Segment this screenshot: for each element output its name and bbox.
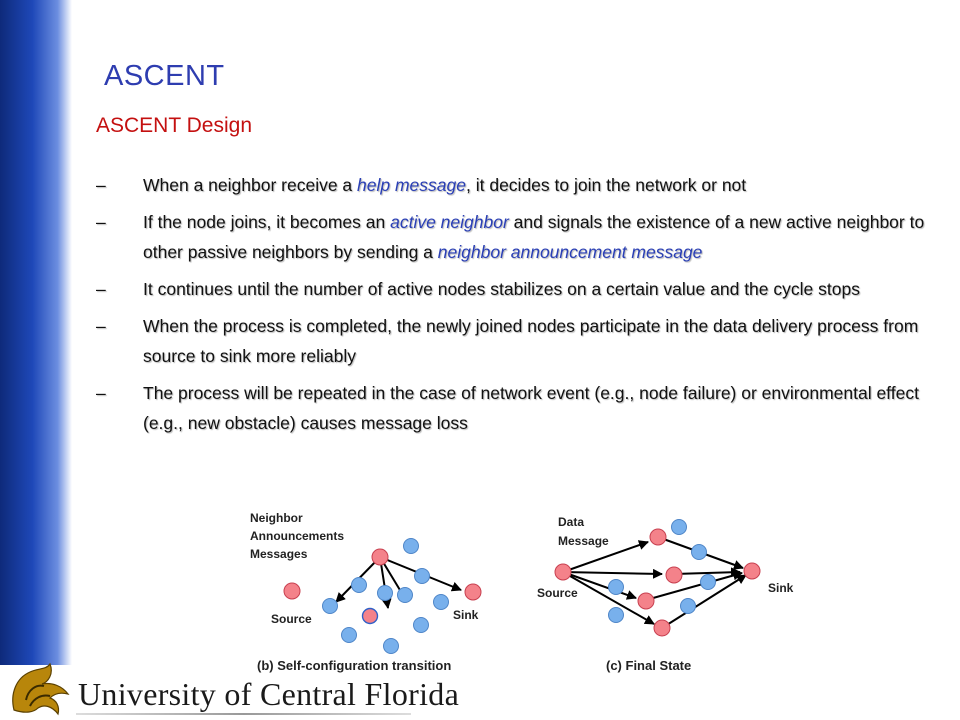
source-node — [554, 563, 572, 581]
footer-divider — [76, 713, 411, 715]
passive-node — [383, 638, 399, 654]
diagram-final-state: Data Message Source Sink (c) Final State — [537, 515, 794, 673]
passive-node — [608, 579, 624, 595]
bullet-text: It continues until the number of active … — [143, 279, 860, 299]
bullet-text: When a neighbor receive a — [143, 175, 358, 195]
active-node — [653, 619, 671, 637]
diagram-b-sink-label: Sink — [453, 608, 479, 622]
bullet-item: – When a neighbor receive a help message… — [96, 170, 936, 200]
slide-subtitle: ASCENT Design — [96, 114, 253, 137]
active-node — [464, 583, 482, 601]
passive-node — [341, 627, 357, 643]
bullet-item: – When the process is completed, the new… — [96, 311, 936, 371]
sink-node — [743, 562, 761, 580]
bullet-dash: – — [96, 383, 106, 403]
passive-node — [377, 585, 393, 601]
bullet-dash: – — [96, 175, 106, 195]
passive-node — [414, 568, 430, 584]
diagram-c-label: Message — [558, 534, 609, 548]
bullet-text: , it decides to join the network or not — [466, 175, 747, 195]
passive-node — [403, 538, 419, 554]
diagram-self-configuration: Neighbor Announcements Messages Source S… — [250, 511, 482, 673]
passive-node — [691, 544, 707, 560]
passive-node — [680, 598, 696, 614]
slide-title: ASCENT — [104, 60, 225, 92]
diagram-b-label: Announcements — [250, 529, 344, 543]
passive-node — [671, 519, 687, 535]
diagram-c-source-label: Source — [537, 586, 578, 600]
passive-node — [413, 617, 429, 633]
ucf-pegasus-logo-icon — [12, 662, 70, 716]
left-accent-bar — [0, 0, 72, 665]
bullet-text: If the node joins, it becomes an — [143, 212, 391, 232]
bullet-text: When the process is completed, the newly… — [143, 316, 919, 366]
arrow — [562, 571, 637, 600]
diagram-c-caption: (c) Final State — [606, 658, 691, 673]
bullet-text: The process will be repeated in the case… — [143, 383, 919, 433]
passive-node — [351, 577, 367, 593]
arrow — [673, 567, 741, 578]
diagram-b-caption: (b) Self-configuration transition — [257, 658, 451, 673]
diagram-b-label: Messages — [250, 547, 308, 561]
passive-node — [322, 598, 338, 614]
arrow — [645, 570, 743, 601]
active-node — [637, 592, 655, 610]
bullet-dash: – — [96, 316, 106, 336]
bullet-item: – If the node joins, it becomes an activ… — [96, 207, 936, 267]
arrow — [661, 574, 747, 629]
active-node — [665, 566, 683, 584]
active-node — [371, 548, 389, 566]
diagram-b-label: Neighbor — [250, 511, 303, 525]
diagram-b-source-label: Source — [271, 612, 312, 626]
bullet-text: and signals the existence of a new activ… — [143, 212, 925, 262]
active-node — [283, 582, 301, 600]
passive-node — [700, 574, 716, 590]
bullet-item: – It continues until the number of activ… — [96, 274, 936, 304]
bullet-list: – When a neighbor receive a help message… — [96, 170, 936, 445]
passive-node — [397, 587, 413, 603]
bullet-emphasis: help message — [357, 175, 466, 195]
arrow — [562, 540, 649, 573]
arrow — [562, 571, 655, 625]
bullet-emphasis: active neighbor — [390, 212, 509, 232]
bullet-dash: – — [96, 279, 106, 299]
bullet-item: – The process will be repeated in the ca… — [96, 378, 936, 438]
bullet-emphasis: neighbor announcement message — [437, 242, 703, 262]
diagram-c-label: Data — [558, 515, 584, 529]
diagram-c-sink-label: Sink — [768, 581, 794, 595]
passive-node — [433, 594, 449, 610]
active-node — [649, 528, 667, 546]
bullet-dash: – — [96, 212, 106, 232]
arrow — [562, 568, 663, 579]
university-name: University of Central Florida — [78, 676, 460, 712]
joining-node — [361, 607, 379, 625]
passive-node — [608, 607, 624, 623]
